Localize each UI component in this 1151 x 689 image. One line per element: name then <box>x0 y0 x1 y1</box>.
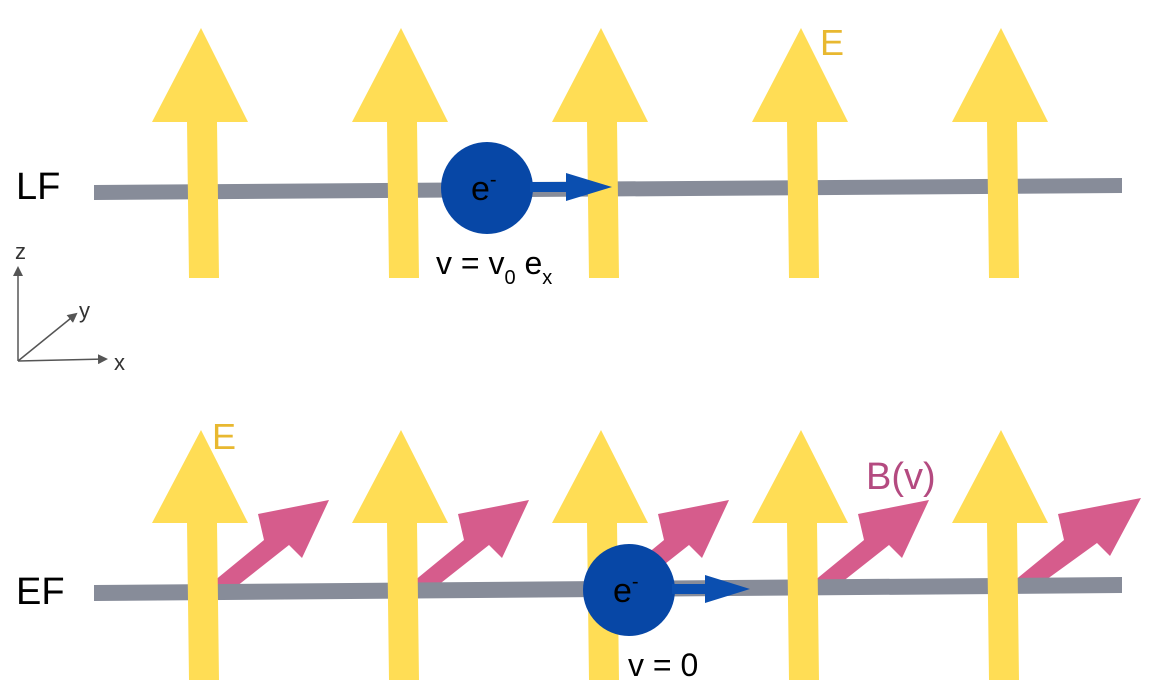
efield-label-top: E <box>820 22 844 63</box>
efield-arrow <box>152 430 248 680</box>
x-axis <box>17 354 108 365</box>
efield-arrow <box>352 28 448 278</box>
bfield-arrows <box>208 498 1141 590</box>
lab-frame-panel: e- LF E v = v0 ex <box>16 22 1122 289</box>
electron-symbol-bottom: e- <box>613 571 639 610</box>
bfield-arrow <box>408 500 529 590</box>
velocity-label-bottom: v = 0 <box>628 647 698 683</box>
efield-label-bottom: E <box>212 416 236 457</box>
y-axis-label: y <box>79 298 90 323</box>
coordinate-axes <box>13 266 108 365</box>
velocity-label-top: v = v0 ex <box>436 245 552 289</box>
electron-symbol-top: e- <box>471 169 497 208</box>
y-axis <box>17 312 78 362</box>
efield-arrow <box>352 430 448 680</box>
efield-arrow <box>152 28 248 278</box>
velocity-arrow-bottom <box>672 575 750 603</box>
electron-top <box>441 142 533 234</box>
z-axis-label: z <box>15 239 26 264</box>
frame-label-ef: EF <box>16 571 65 613</box>
efield-arrow <box>752 28 848 278</box>
electron-bottom <box>583 544 675 636</box>
x-axis-label: x <box>114 350 125 375</box>
bfield-label: B(v) <box>866 456 936 498</box>
velocity-arrow-top <box>530 173 612 201</box>
bfield-arrow <box>208 500 329 590</box>
efield-arrow <box>952 430 1048 680</box>
efield-arrows-top <box>152 28 1048 278</box>
bfield-arrow <box>1008 498 1141 590</box>
efield-arrow <box>752 430 848 680</box>
bfield-arrow <box>808 500 929 590</box>
electron-frame-panel: e- EF E B(v) v = 0 <box>16 416 1141 683</box>
efield-arrow <box>952 28 1048 278</box>
efield-arrow <box>552 28 648 278</box>
frame-label-lf: LF <box>16 166 60 208</box>
